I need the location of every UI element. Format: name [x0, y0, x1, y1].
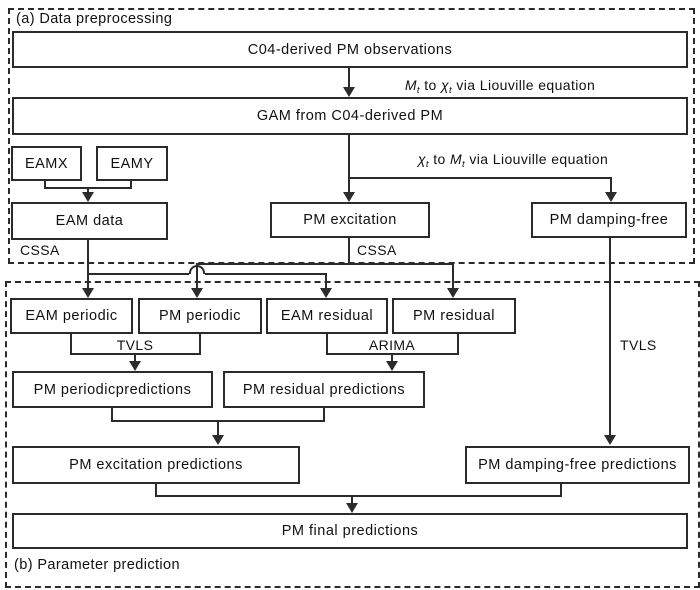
node-pm-excitation-predictions-label: PM excitation predictions — [69, 457, 243, 473]
edge-tvls-left-vline1 — [70, 334, 72, 355]
node-pm-periodic: PM periodic — [138, 298, 262, 334]
edge-gam-to-damping-free-arrowhead — [605, 192, 617, 202]
edge-c04-to-gam-line — [348, 68, 350, 88]
edge-pm-bus-hline — [196, 263, 454, 265]
node-eam-residual-label: EAM residual — [280, 308, 374, 324]
edge-pm-bus-to-pm-residual-arrowhead — [447, 288, 459, 298]
node-pm-residual-label: PM residual — [412, 308, 496, 324]
node-eam-periodic: EAM periodic — [10, 298, 133, 334]
edge-eam-bus-hline-right — [205, 273, 327, 275]
edge-final-merge-left-vline — [155, 484, 157, 497]
node-pm-damping-free-label: PM damping-free — [549, 212, 669, 228]
edge-final-merge-arrowhead — [346, 503, 358, 513]
edge-damping-free-arrowhead — [604, 435, 616, 445]
node-eamx: EAMX — [11, 146, 82, 181]
liouville-forward-mid: to — [419, 77, 441, 93]
node-eam-periodic-label: EAM periodic — [25, 308, 118, 324]
edge-pm-excitation-down-vline — [348, 238, 350, 265]
node-pm-residual-predictions: PM residual predictions — [223, 371, 425, 408]
node-pm-excitation-label: PM excitation — [303, 212, 397, 228]
label-tvls-right: TVLS — [620, 337, 657, 353]
edge-eam-bus-hline-left — [87, 273, 189, 275]
node-eam-data: EAM data — [11, 202, 168, 240]
edge-eam-bus-to-eam-residual-arrowhead — [320, 288, 332, 298]
node-eam-data-label: EAM data — [55, 213, 124, 229]
liouville-forward-var1: M — [404, 77, 417, 93]
node-pm-damping-free-predictions-label: PM damping-free predictions — [478, 457, 677, 473]
edge-eamxy-to-eam-data-arrowhead — [82, 192, 94, 202]
edge-merge1-arrowhead — [212, 435, 224, 445]
edge-eam-bus-to-eam-residual-vline — [325, 273, 327, 289]
node-pm-damping-free: PM damping-free — [531, 202, 687, 238]
edge-eamxy-to-eam-data-vline — [87, 187, 89, 193]
node-pm-periodic-predictions: PM periodicpredictions — [12, 371, 213, 408]
node-pm-excitation: PM excitation — [270, 202, 430, 238]
edge-gam-to-pm-excitation-arrowhead — [343, 192, 355, 202]
edge-arima-vline2 — [457, 334, 459, 355]
liouville-forward-tail: via Liouville equation — [452, 77, 596, 93]
edge-gam-to-damping-free-hline — [348, 177, 612, 179]
node-eamy: EAMY — [96, 146, 168, 181]
liouville-forward-sub1: t — [416, 85, 420, 96]
liouville-inverse-sub1: t — [425, 159, 429, 170]
edge-tvls-left-arrow-vline — [134, 353, 136, 362]
node-pm-residual-predictions-label: PM residual predictions — [242, 381, 406, 398]
edge-pm-bus-to-pm-residual-vline — [452, 263, 454, 289]
label-cssa-left: CSSA — [20, 242, 60, 258]
label-tvls-left: TVLS — [116, 337, 154, 353]
edge-merge1-vline1 — [111, 408, 113, 422]
node-c04-observations-label: C04-derived PM observations — [247, 41, 453, 58]
edge-merge1-arrow-vline — [217, 420, 219, 436]
panel-b-parameter-prediction — [5, 281, 700, 588]
edge-tvls-left-arrowhead — [129, 361, 141, 371]
liouville-forward-sub2: t — [449, 85, 453, 96]
node-gam: GAM from C04-derived PM — [12, 97, 688, 135]
edge-tvls-left-vline2 — [199, 334, 201, 355]
label-liouville-forward: Mt to χt via Liouville equation — [385, 77, 615, 96]
edge-pm-bus-to-pm-periodic-vline — [196, 263, 198, 289]
edge-eam-data-to-eam-periodic-vline — [87, 240, 89, 290]
liouville-inverse-var1: χ — [417, 151, 426, 167]
edge-gam-to-damping-free-vline — [610, 177, 612, 193]
node-pm-periodic-predictions-label: PM periodicpredictions — [33, 381, 192, 398]
node-pm-final-predictions: PM final predictions — [12, 513, 688, 549]
liouville-inverse-mid: to — [428, 151, 450, 167]
node-pm-residual: PM residual — [392, 298, 516, 334]
edge-eamy-vline — [130, 181, 132, 189]
panel-b-label: (b) Parameter prediction — [14, 557, 180, 573]
edge-final-merge-arrow-vline — [351, 495, 353, 505]
node-eamy-label: EAMY — [110, 155, 154, 172]
edge-damping-free-long-vline — [609, 238, 611, 436]
edge-eam-data-to-eam-periodic-arrowhead — [82, 288, 94, 298]
node-pm-excitation-predictions: PM excitation predictions — [12, 446, 300, 484]
liouville-forward-var2: χ — [441, 77, 450, 93]
node-gam-label: GAM from C04-derived PM — [256, 108, 444, 124]
panel-a-label: (a) Data preprocessing — [16, 11, 173, 27]
liouville-inverse-var2: M — [449, 151, 463, 167]
node-pm-final-predictions-label: PM final predictions — [281, 523, 419, 539]
edge-arima-arrow-vline — [391, 353, 393, 362]
label-liouville-inverse: χt to Mt via Liouville equation — [408, 151, 618, 170]
edge-arima-arrowhead — [386, 361, 398, 371]
node-pm-periodic-label: PM periodic — [158, 308, 242, 324]
label-arima: ARIMA — [368, 337, 416, 353]
node-c04-observations: C04-derived PM observations — [12, 31, 688, 68]
edge-final-merge-right-vline — [560, 484, 562, 497]
node-eam-residual: EAM residual — [266, 298, 388, 334]
edge-arima-vline1 — [326, 334, 328, 355]
node-eamx-label: EAMX — [24, 155, 69, 172]
edge-c04-to-gam-arrowhead — [343, 87, 355, 97]
edge-gam-to-pm-excitation-line — [348, 135, 350, 193]
edge-final-merge-hline — [155, 495, 562, 497]
liouville-inverse-tail: via Liouville equation — [465, 151, 609, 167]
edge-pm-bus-to-pm-periodic-arrowhead — [191, 288, 203, 298]
liouville-inverse-sub2: t — [462, 159, 466, 170]
label-cssa-mid: CSSA — [357, 242, 397, 258]
node-pm-damping-free-predictions: PM damping-free predictions — [465, 446, 690, 484]
edge-eamx-vline — [44, 181, 46, 189]
edge-merge1-vline2 — [323, 408, 325, 422]
